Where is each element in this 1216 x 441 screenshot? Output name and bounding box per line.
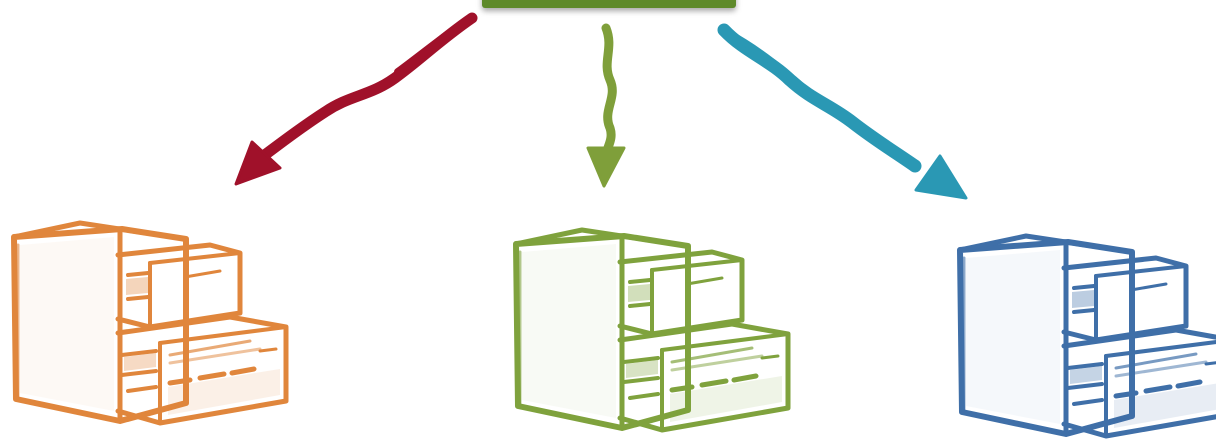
filing-cabinet-icon [960, 236, 1216, 436]
filing-cabinet-icon [516, 230, 788, 430]
filing-cabinet-icon [14, 223, 286, 423]
